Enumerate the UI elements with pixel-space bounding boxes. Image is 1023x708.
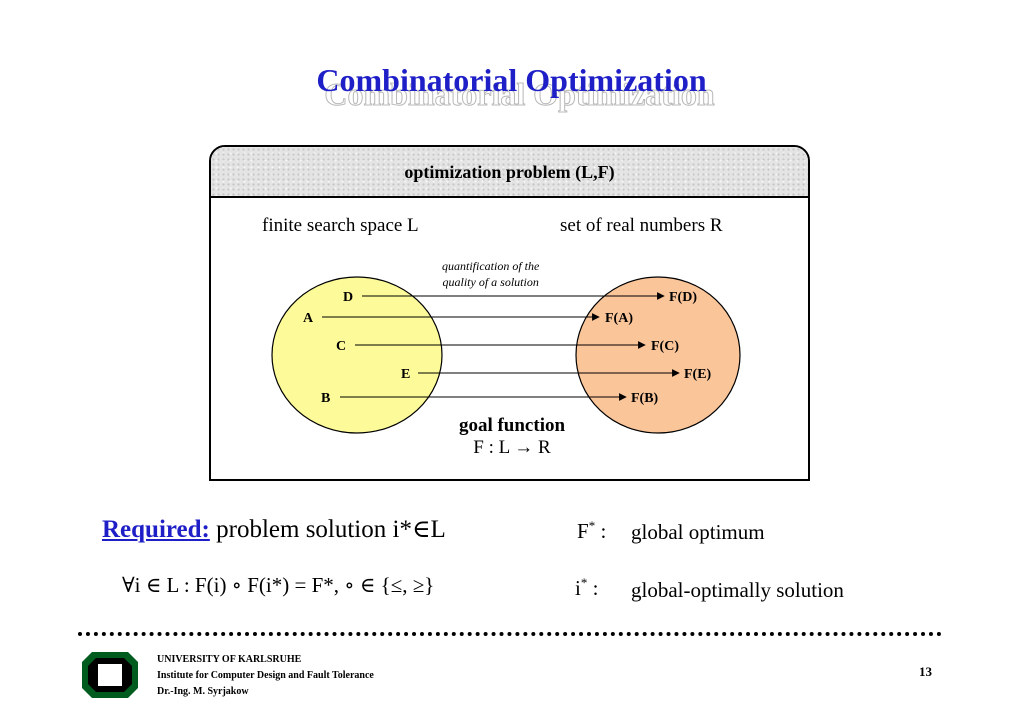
slide-title-text: Combinatorial Optimization	[316, 62, 707, 98]
annotation-line-2: quality of a solution	[442, 275, 539, 289]
required-statement: Required: problem solution i*∈L	[102, 514, 446, 544]
global-optimum-symbol: F* :	[577, 518, 607, 543]
footer-divider	[78, 632, 942, 636]
search-space-label: finite search space L	[262, 215, 419, 236]
required-text: problem solution i*∈L	[216, 516, 446, 543]
slide-title: Combinatorial Optimization Combinatorial…	[0, 56, 1023, 116]
quantification-annotation: quantification of the quality of a solut…	[442, 258, 539, 290]
annotation-line-1: quantification of the	[442, 259, 540, 273]
footer-institute: Institute for Computer Design and Fault …	[157, 670, 374, 681]
optimal-solution-symbol: i* :	[575, 575, 599, 600]
footer-author: Dr.-Ing. M. Syrjakow	[157, 686, 249, 697]
university-logo	[82, 652, 138, 698]
footer-university: UNIVERSITY OF KARLSRUHE	[157, 654, 302, 665]
page-number: 13	[919, 664, 932, 679]
goal-function-formula: F : L → R	[473, 437, 551, 458]
global-optimum-desc: global optimum	[631, 520, 765, 544]
goal-function: goal function F : L → R	[430, 415, 594, 459]
real-numbers-label: set of real numbers R	[560, 215, 723, 236]
required-label: Required:	[102, 516, 210, 543]
goal-function-title: goal function	[458, 415, 566, 436]
optimal-solution-desc: global-optimally solution	[631, 578, 844, 602]
footer-text: UNIVERSITY OF KARLSRUHE Institute for Co…	[157, 652, 374, 700]
box-header: optimization problem (L,F)	[211, 147, 808, 198]
optimality-formula: ∀i ∈ L : F(i) ∘ F(i*) = F*, ∘ ∈ {≤, ≥}	[122, 573, 435, 597]
slide-title-shadow: Combinatorial Optimization	[324, 76, 715, 113]
